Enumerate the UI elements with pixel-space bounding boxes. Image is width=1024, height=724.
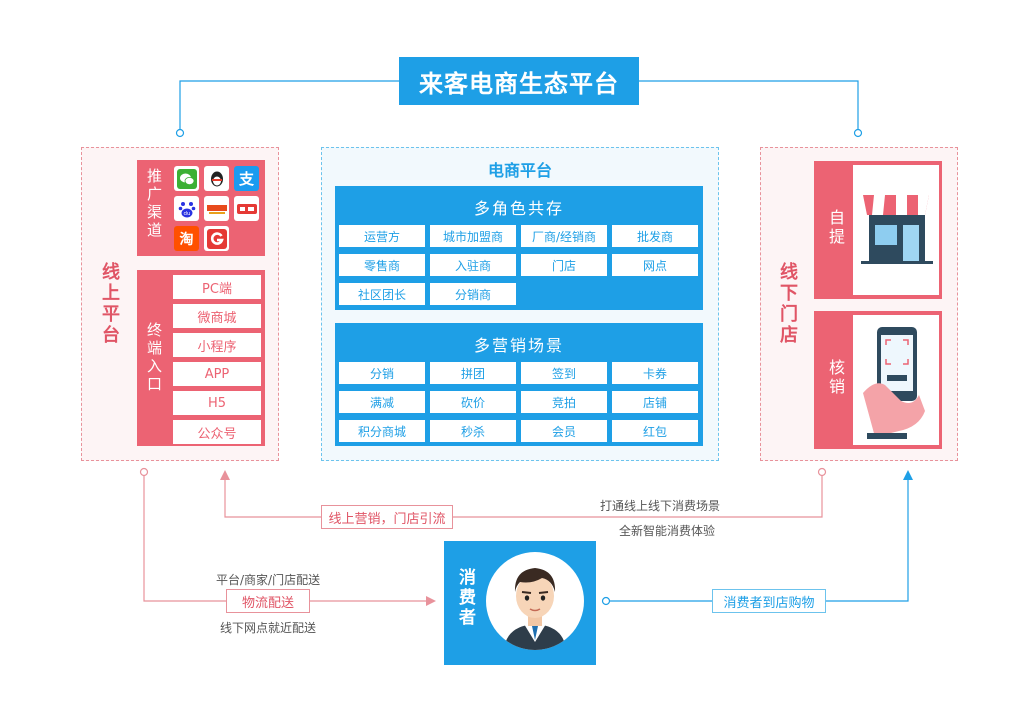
promo-channels-label: 推广渠道 xyxy=(145,168,163,240)
marketing-cell[interactable]: 签到 xyxy=(521,362,607,384)
marketing-cell[interactable]: 竞拍 xyxy=(521,391,607,413)
logistics-note-top: 平台/商家/门店配送 xyxy=(216,573,321,587)
pickup-label: 自提 xyxy=(826,209,845,247)
role-cell[interactable]: 城市加盟商 xyxy=(430,225,516,247)
entry-official-account[interactable]: 公众号 xyxy=(173,420,261,444)
marketing-cell[interactable]: 红包 xyxy=(612,420,698,442)
entry-miniprogram[interactable]: 小程序 xyxy=(173,333,261,357)
logistics-note-bottom: 线下网点就近配送 xyxy=(220,621,317,635)
toutiao-icon xyxy=(234,196,259,221)
entry-h5[interactable]: H5 xyxy=(173,391,261,415)
marketing-cell[interactable]: 店铺 xyxy=(612,391,698,413)
wechat-icon xyxy=(174,166,199,191)
role-cell[interactable]: 厂商/经销商 xyxy=(521,225,607,247)
role-cell[interactable]: 运营方 xyxy=(339,225,425,247)
marketing-cell[interactable]: 拼团 xyxy=(430,362,516,384)
online-platform-label: 线上平台 xyxy=(99,262,120,346)
g-icon xyxy=(204,226,229,251)
marketing-cell[interactable]: 卡券 xyxy=(612,362,698,384)
marketing-title: 多营销场景 xyxy=(473,336,564,355)
verify-illustration xyxy=(853,315,939,445)
marketing-cell[interactable]: 砍价 xyxy=(430,391,516,413)
taobao-icon: 淘 xyxy=(174,226,199,251)
entry-pc[interactable]: PC端 xyxy=(173,275,261,299)
terminal-entry-box xyxy=(137,270,265,446)
role-cell[interactable]: 入驻商 xyxy=(430,254,516,276)
storefront-illustration xyxy=(853,165,939,295)
role-cell[interactable]: 社区团长 xyxy=(339,283,425,305)
phone-scan-icon xyxy=(863,327,925,439)
verify-label: 核销 xyxy=(826,359,845,397)
terminal-entry-label: 终端入口 xyxy=(145,322,163,394)
consumer-avatar-icon xyxy=(504,568,566,650)
logistics-tag: 物流配送 xyxy=(226,589,310,613)
consumer-label: 消费者 xyxy=(455,568,475,628)
marketing-cell[interactable]: 会员 xyxy=(521,420,607,442)
to-store-tag: 消费者到店购物 xyxy=(712,589,826,613)
marketing-cell[interactable]: 积分商城 xyxy=(339,420,425,442)
offline-store-label: 线下门店 xyxy=(777,262,798,346)
entry-micromall[interactable]: 微商城 xyxy=(173,304,261,328)
avatar xyxy=(486,552,584,650)
marketing-cell[interactable]: 秒杀 xyxy=(430,420,516,442)
role-cell[interactable]: 门店 xyxy=(521,254,607,276)
role-cell[interactable]: 分销商 xyxy=(430,283,516,305)
role-cell[interactable]: 网点 xyxy=(612,254,698,276)
ecommerce-platform-title: 电商平台 xyxy=(487,161,552,180)
qq-icon xyxy=(204,166,229,191)
scene-note: 打通线上线下消费场景 xyxy=(600,499,721,513)
entry-app[interactable]: APP xyxy=(173,362,261,386)
roles-title: 多角色共存 xyxy=(473,199,564,218)
baidu-icon: du xyxy=(174,196,199,221)
shuangshiyi-icon xyxy=(204,196,229,221)
role-cell[interactable]: 批发商 xyxy=(612,225,698,247)
store-icon xyxy=(861,195,933,264)
alipay-icon: 支 xyxy=(234,166,259,191)
marketing-cell[interactable]: 分销 xyxy=(339,362,425,384)
online-marketing-tag: 线上营销，门店引流 xyxy=(321,505,453,529)
role-cell[interactable]: 零售商 xyxy=(339,254,425,276)
platform-title: 来客电商生态平台 xyxy=(399,57,639,105)
svg-text:du: du xyxy=(183,211,190,217)
marketing-cell[interactable]: 满减 xyxy=(339,391,425,413)
experience-note: 全新智能消费体验 xyxy=(619,524,716,538)
